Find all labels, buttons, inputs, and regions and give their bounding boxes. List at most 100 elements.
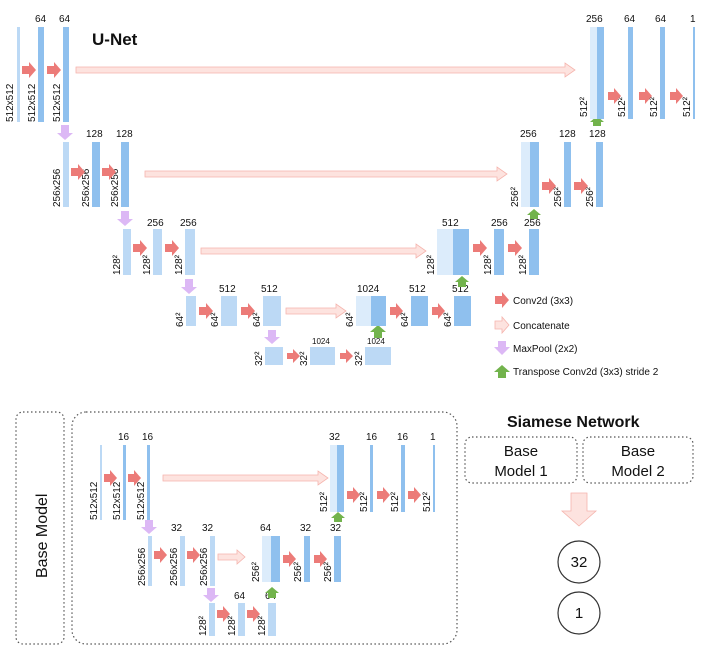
unet-dec3-cat-ch: 512 — [442, 218, 459, 229]
unet-enc4-size1: 64² — [210, 312, 221, 327]
unet-enc3-in-size: 128² — [112, 254, 123, 275]
conv-arrow — [71, 164, 85, 180]
bm-enc2-size1: 256x256 — [169, 547, 180, 586]
unet-enc1-size1: 512x512 — [27, 83, 38, 122]
bm-enc3-ch1: 64 — [234, 591, 246, 602]
bm-enc1-map1 — [123, 445, 126, 520]
bm-dec2-size1: 256² — [293, 561, 304, 582]
bm-enc1-size1: 512x512 — [112, 481, 123, 520]
unet-enc2: 256x256 128 256x256 128 256x256 — [52, 129, 133, 207]
conv-arrow — [314, 551, 327, 567]
conv-arrow — [187, 547, 200, 563]
bm-dec1-ch2: 16 — [397, 432, 409, 443]
unet-dec4-ch1: 512 — [409, 284, 426, 295]
legend-conv-icon — [495, 292, 509, 308]
maxpool-arrow — [181, 279, 197, 294]
conv-arrow — [241, 303, 255, 319]
conv-arrow — [165, 240, 179, 256]
bm-dec2-map1 — [304, 536, 310, 582]
output-node-1 — [557, 591, 601, 635]
unet-dec2-ch2: 128 — [589, 129, 606, 140]
unet-enc1-map2 — [63, 27, 69, 122]
bm-dec1-size1: 512² — [359, 491, 370, 512]
unet-output-size: 512² — [682, 96, 693, 117]
unet-dec2-ch1: 128 — [559, 129, 576, 140]
maxpool-arrow — [203, 588, 219, 602]
unet-input-size: 512x512 — [5, 83, 16, 122]
unet-dec3-concat — [437, 229, 469, 275]
unet-title: U-Net — [92, 30, 138, 49]
unet-bott-map2 — [365, 347, 391, 365]
bm-enc1: 512x512 16 512x512 16 512x512 — [89, 432, 154, 520]
conv-arrow — [608, 88, 621, 104]
unet-enc2-map1 — [92, 142, 100, 207]
conv-arrow — [508, 240, 522, 256]
bm-enc2-map2 — [210, 536, 215, 586]
unet-enc2-size2: 256x256 — [110, 168, 121, 207]
unet-dec1-map2 — [660, 27, 665, 119]
conv-arrow — [542, 178, 556, 194]
bm-enc1-map2 — [147, 445, 150, 520]
output-node-1-label: 1 — [575, 605, 583, 622]
bm-dec1-map1 — [370, 445, 373, 512]
conv-arrow — [408, 487, 421, 503]
unet-dec4-ch2: 512 — [452, 284, 469, 295]
maxpool-arrow — [117, 211, 133, 226]
unet-enc4-in-size: 64² — [175, 312, 186, 327]
conv-arrow — [283, 551, 296, 567]
unet-bott-ch2: 1024 — [367, 337, 385, 346]
unet-enc4: 64² 512 64² 512 64² — [175, 284, 281, 327]
unet-enc3-ch2: 256 — [180, 218, 197, 229]
bm-enc2-map1 — [180, 536, 185, 586]
bm-dec1-cat-ch: 32 — [329, 432, 341, 443]
bm-enc2-size2: 256x256 — [199, 547, 210, 586]
unet-dec1-cat-size: 512² — [579, 96, 590, 117]
bm-dec2-ch2: 32 — [330, 523, 342, 534]
unet-enc3-ch1: 256 — [147, 218, 164, 229]
unet-bottleneck: 32² 1024 32² 1024 32² — [254, 337, 391, 366]
unet-bott-in-size: 32² — [254, 351, 265, 366]
unet-dec1-cat-ch: 256 — [586, 14, 603, 25]
unet-dec4-size2: 64² — [443, 312, 454, 327]
unet-dec3-ch1: 256 — [491, 218, 508, 229]
maxpool-arrow — [264, 330, 280, 344]
bm-dec2-size2: 256² — [323, 561, 334, 582]
bm-enc1-size2: 512x512 — [136, 481, 147, 520]
conv-arrow — [432, 303, 445, 319]
unet-enc2-ch1: 128 — [86, 129, 103, 140]
conv-arrow — [22, 62, 36, 78]
conv-arrow — [670, 88, 683, 104]
bm-dec2-ch1: 32 — [300, 523, 312, 534]
unet-dec3-map1 — [494, 229, 504, 275]
unet-dec2-map2 — [596, 142, 603, 207]
unet-enc3: 128² 256 128² 256 128² — [112, 218, 197, 275]
unet-bott-size2: 32² — [354, 351, 365, 366]
bm-enc2: 256x256 32 256x256 32 256x256 — [137, 523, 215, 586]
unet-bott-ch1: 1024 — [312, 337, 330, 346]
legend-transpose-label: Transpose Conv2d (3x3) stride 2 — [513, 367, 659, 378]
unet-enc3-size1: 128² — [142, 254, 153, 275]
unet-output-map — [693, 27, 695, 119]
unet-enc4-map1 — [221, 296, 237, 326]
conv-arrow — [154, 547, 167, 563]
unet-dec2-cat-size: 256² — [510, 186, 521, 207]
unet-enc2-in — [63, 142, 69, 207]
bm-input-map — [100, 445, 102, 520]
base-model-label-box — [15, 411, 65, 645]
bm-enc3-in-size: 128² — [198, 615, 209, 636]
unet-enc3-size2: 128² — [174, 254, 185, 275]
unet-dec1-ch2: 64 — [655, 14, 667, 25]
unet-skip1-arrow — [75, 62, 576, 78]
unet-dec4-size1: 64² — [400, 312, 411, 327]
unet-dec3-size2: 128² — [518, 254, 529, 275]
transpose-arrow — [527, 209, 541, 219]
unet-dec2-cat-ch: 256 — [520, 129, 537, 140]
unet-enc2-in-size: 256x256 — [52, 168, 63, 207]
conv-arrow — [340, 349, 353, 363]
conv-arrow — [104, 470, 117, 486]
dense-node-32 — [557, 540, 601, 584]
bm-dec2-map2 — [334, 536, 341, 582]
unet-dec4-map2 — [454, 296, 471, 326]
unet-skip4-arrow — [285, 303, 347, 319]
conv-arrow — [390, 303, 403, 319]
